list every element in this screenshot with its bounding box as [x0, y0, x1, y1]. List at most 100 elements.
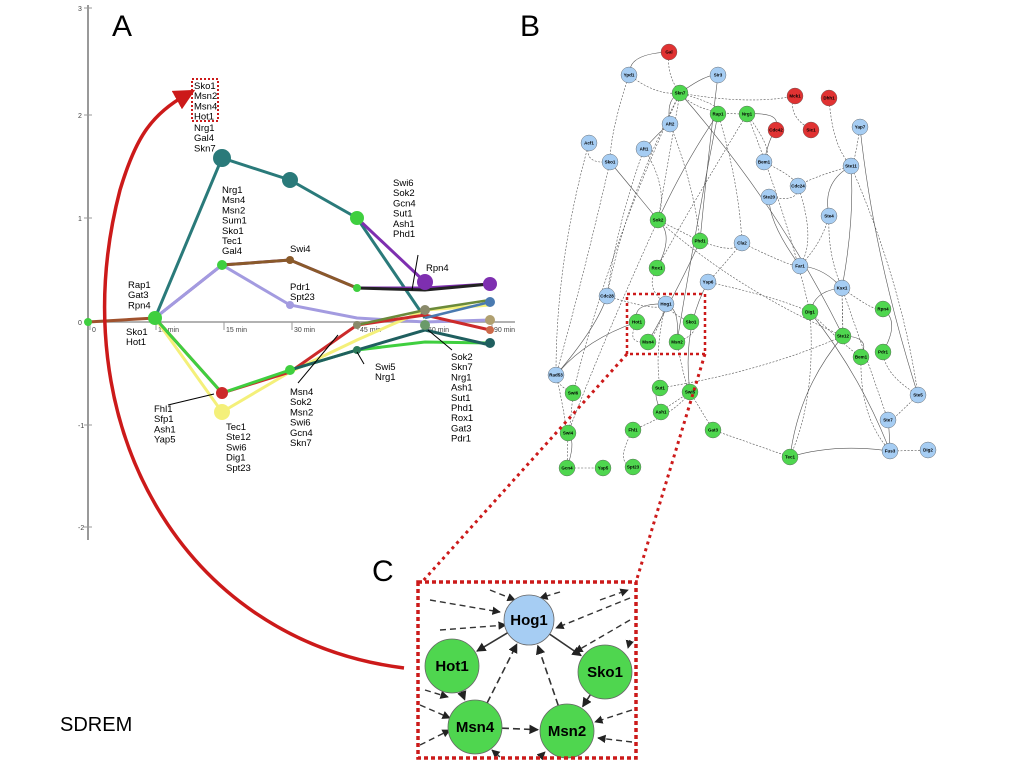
network-node	[580, 134, 598, 152]
network-edge	[809, 311, 889, 446]
network-edge	[792, 95, 807, 127]
network-edge	[790, 335, 844, 452]
label-lower-right: Gat3	[451, 423, 472, 434]
network-node	[564, 384, 582, 402]
network-node-label: Skn7	[675, 91, 686, 96]
network-edge	[797, 185, 809, 261]
network-node	[833, 279, 851, 297]
label-yellow-split: Ste12	[226, 432, 251, 443]
zoom-edge-external	[419, 704, 451, 719]
network-node-label: Sir3	[714, 73, 723, 78]
label-yellow-split: Dig1	[226, 453, 246, 464]
network-node-label: Msn2	[671, 340, 683, 345]
network-node-label: Bem1	[855, 355, 868, 360]
zoom-edge-external	[594, 709, 633, 724]
network-edge	[647, 309, 665, 343]
x-tick-label: 45 min	[360, 327, 381, 334]
network-node-label: Ste11	[845, 164, 857, 169]
network-node-label: Hot1	[632, 320, 642, 325]
network-node-label: Swi5	[685, 390, 696, 395]
network-node	[671, 84, 689, 102]
node-teal-2	[282, 172, 298, 188]
network-edge	[677, 113, 719, 337]
zoom-edge-external	[555, 597, 631, 630]
red-connector-arrow	[102, 89, 405, 670]
y-tick-label: 1	[78, 216, 82, 223]
network-node-label: Dig1	[805, 310, 815, 315]
network-node-label: Rpn4	[877, 307, 889, 312]
zoom-node-label: Msn4	[456, 719, 495, 736]
path-darkteal-low	[289, 328, 491, 372]
network-node-label: Fhl1	[628, 428, 638, 433]
network-node	[668, 333, 686, 351]
label-top-rest: Gal4	[194, 133, 214, 144]
label-green-split: Swi6	[290, 418, 311, 429]
network-node	[786, 87, 804, 105]
label-purple-split: Sut1	[393, 209, 413, 220]
node-green-2	[353, 346, 361, 354]
network-node-label: Sok2	[653, 218, 664, 223]
network-node	[852, 348, 870, 366]
network-node-label: Sko1	[686, 320, 697, 325]
label-lower-right: Pdr1	[451, 434, 471, 445]
network-edge	[699, 74, 719, 236]
node-yellow	[214, 404, 230, 420]
network-node-label: Swi4	[563, 431, 574, 436]
network-node	[558, 459, 576, 477]
group-labels: Sko1Msn2Msn4Hot1Nrg1Gal4Skn7Nrg1Msn4Msn2…	[126, 81, 473, 474]
zoom-edge	[536, 644, 560, 706]
network-node-label: Swi6	[568, 391, 579, 396]
network-node-label: Rad53	[549, 373, 563, 378]
network-node-label: Pdr1	[878, 350, 889, 355]
label-lower-right: Nrg1	[451, 372, 472, 383]
network-edge	[712, 429, 785, 456]
y-tick-label: 3	[78, 6, 82, 13]
network-node	[789, 177, 807, 195]
node-end-4	[485, 315, 495, 325]
network-node	[781, 448, 799, 466]
network-node	[919, 441, 937, 459]
path-base	[87, 316, 156, 324]
node-teal-3	[350, 211, 364, 225]
network-node	[624, 458, 642, 476]
network-edge	[741, 242, 795, 267]
network-node-label: Hog1	[660, 302, 672, 307]
zoom-edge-external	[491, 749, 501, 759]
network-edge	[573, 92, 681, 388]
label-purple-split: Sok2	[393, 188, 415, 199]
network-edge	[792, 311, 812, 452]
label-brown-split: Swi4	[290, 244, 311, 255]
network-node-label: Far1	[795, 264, 805, 269]
x-tick-label: 90 min	[494, 327, 515, 334]
node-end-6	[486, 326, 494, 334]
node-brown	[286, 256, 294, 264]
zoom-edge	[582, 694, 592, 708]
network-edge	[679, 92, 790, 101]
network-node-label: Cla2	[737, 241, 747, 246]
label-lower-right: Phd1	[451, 403, 473, 414]
y-tick-label: -1	[78, 423, 84, 430]
network-node-label: Spt23	[627, 465, 640, 470]
network-edge	[557, 161, 611, 370]
x-tick-label: 15 min	[158, 327, 179, 334]
zoom-edge-external	[419, 729, 451, 746]
network-node	[691, 232, 709, 250]
network-node-label: Ste20	[763, 195, 776, 200]
network-edge	[660, 113, 719, 215]
network-node	[699, 273, 717, 291]
label-teal-split: Msn4	[222, 195, 245, 206]
label-yellow-split: Swi6	[226, 442, 247, 453]
zoom-node-label: Hot1	[435, 658, 468, 675]
network-node	[709, 105, 727, 123]
network-edge	[659, 113, 748, 263]
network-node	[802, 121, 820, 139]
label-red-split: Fhl1	[154, 404, 172, 415]
panel-c-letter: C	[372, 555, 394, 588]
network-edge	[687, 281, 709, 387]
label-mid-split: Swi5	[375, 362, 396, 373]
node-end-2	[420, 320, 430, 330]
